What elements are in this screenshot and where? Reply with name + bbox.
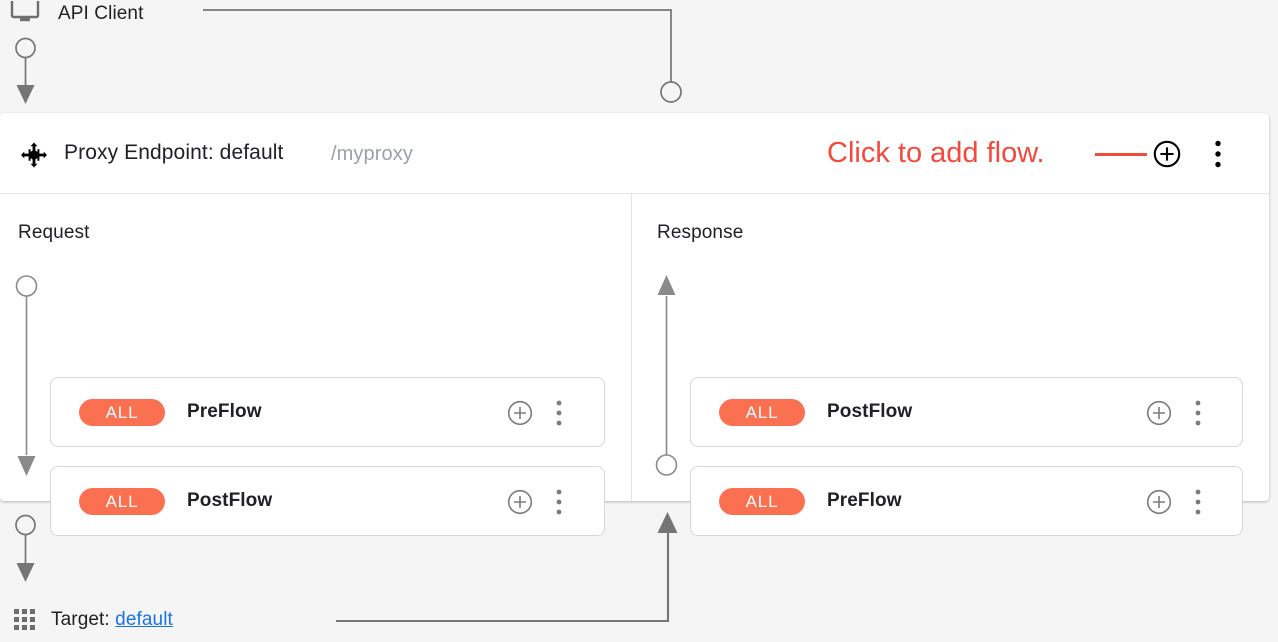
flow-condition-badge: ALL (719, 399, 805, 426)
flow-condition-badge: ALL (719, 488, 805, 515)
api-client-label: API Client (58, 3, 144, 24)
flow-name-label: PostFlow (827, 401, 913, 422)
target-label: Target: default (51, 609, 173, 631)
add-flow-button[interactable] (1153, 140, 1181, 168)
api-client-strip: API Client (0, 0, 1278, 112)
proxy-base-path: /myproxy (331, 143, 413, 165)
column-divider (631, 194, 632, 501)
response-column-title: Response (657, 222, 744, 243)
move-handle-icon[interactable] (21, 142, 47, 168)
target-link-default[interactable]: default (115, 609, 173, 630)
flow-menu-button[interactable] (1190, 488, 1206, 516)
flow-menu-button[interactable] (1190, 399, 1206, 427)
add-policy-button[interactable] (507, 400, 533, 426)
annotation-pointer-line (1095, 153, 1147, 156)
response-flow-card-postflow[interactable]: ALL PostFlow (690, 377, 1243, 447)
add-policy-button[interactable] (1146, 489, 1172, 515)
request-flow-card-postflow[interactable]: ALL PostFlow (50, 466, 605, 536)
target-label-text: Target: (51, 609, 116, 630)
flow-name-label: PostFlow (187, 490, 273, 511)
flow-condition-badge: ALL (79, 399, 165, 426)
monitor-icon (10, 0, 40, 27)
flow-columns: Request Response ALL PreFlow ALL (0, 194, 1269, 536)
flow-menu-button[interactable] (551, 399, 567, 427)
app-grid-icon (14, 609, 36, 631)
request-column-title: Request (18, 222, 90, 243)
proxy-endpoint-header: Proxy Endpoint: default /myproxy Click t… (0, 113, 1269, 194)
add-policy-button[interactable] (1146, 400, 1172, 426)
flow-menu-button[interactable] (551, 488, 567, 516)
flow-name-label: PreFlow (187, 401, 262, 422)
proxy-endpoint-title: Proxy Endpoint: default (64, 141, 284, 164)
proxy-endpoint-card[interactable]: Proxy Endpoint: default /myproxy Click t… (0, 113, 1269, 536)
add-policy-button[interactable] (507, 489, 533, 515)
flow-condition-badge: ALL (79, 488, 165, 515)
annotation-click-to-add-flow: Click to add flow. (827, 137, 1045, 169)
request-flow-card-preflow[interactable]: ALL PreFlow (50, 377, 605, 447)
proxy-endpoint-menu-button[interactable] (1209, 139, 1227, 169)
response-flow-card-preflow[interactable]: ALL PreFlow (690, 466, 1243, 536)
flow-name-label: PreFlow (827, 490, 902, 511)
